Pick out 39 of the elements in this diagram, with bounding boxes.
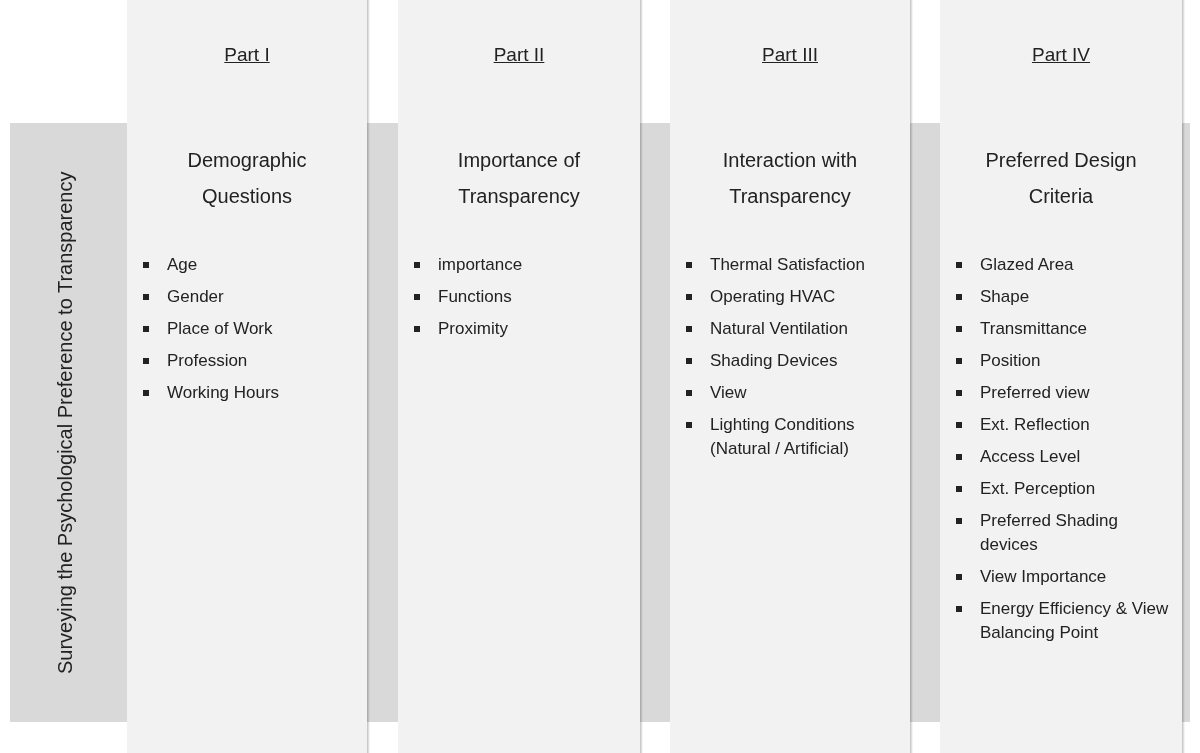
column-panel: [127, 0, 398, 753]
list-item: Energy Efficiency & View Balancing Point: [954, 597, 1180, 645]
list-item: Lighting Conditions (Natural / Artificial): [684, 413, 910, 461]
column-heading: Importance of Transparency: [456, 148, 582, 209]
list-item: Ext. Perception: [954, 477, 1096, 501]
list-item: Natural Ventilation: [684, 317, 848, 341]
part-label: Part IV: [1031, 44, 1091, 66]
list-item: View Importance: [954, 565, 1107, 589]
list-item: Shading Devices: [684, 349, 838, 373]
list-item: Ext. Reflection: [954, 413, 1090, 437]
list-item: Gender: [141, 285, 224, 309]
list-item: Shape: [954, 285, 1030, 309]
list-item: Access Level: [954, 445, 1081, 469]
list-item: Preferred Shading devices: [954, 509, 1180, 557]
list-item: Preferred view: [954, 381, 1090, 405]
list-item: Place of Work: [141, 317, 273, 341]
list-item: Thermal Satisfaction: [684, 253, 865, 277]
list-item: Glazed Area: [954, 253, 1074, 277]
list-item: View: [684, 381, 747, 405]
list-item: Working Hours: [141, 381, 280, 405]
column-panel: [670, 0, 940, 753]
list-item: Functions: [412, 285, 512, 309]
list-item: Position: [954, 349, 1041, 373]
list-item: Age: [141, 253, 198, 277]
list-item: importance: [412, 253, 523, 277]
part-label: Part III: [762, 44, 818, 66]
list-item: Operating HVAC: [684, 285, 836, 309]
column-panel: [940, 0, 1190, 753]
list-item: Proximity: [412, 317, 508, 341]
side-band: [10, 123, 127, 722]
column-panel: [398, 0, 670, 753]
column-heading: Demographic Questions: [186, 148, 308, 209]
part-label: Part II: [493, 44, 545, 66]
list-item: Transmittance: [954, 317, 1088, 341]
list-item: Profession: [141, 349, 248, 373]
column-heading: Preferred Design Criteria: [985, 148, 1137, 209]
side-title: Surveying the Psychological Preference to Transparency: [53, 171, 77, 674]
column-heading: Interaction with Transparency: [721, 148, 859, 209]
part-label: Part I: [224, 44, 270, 66]
